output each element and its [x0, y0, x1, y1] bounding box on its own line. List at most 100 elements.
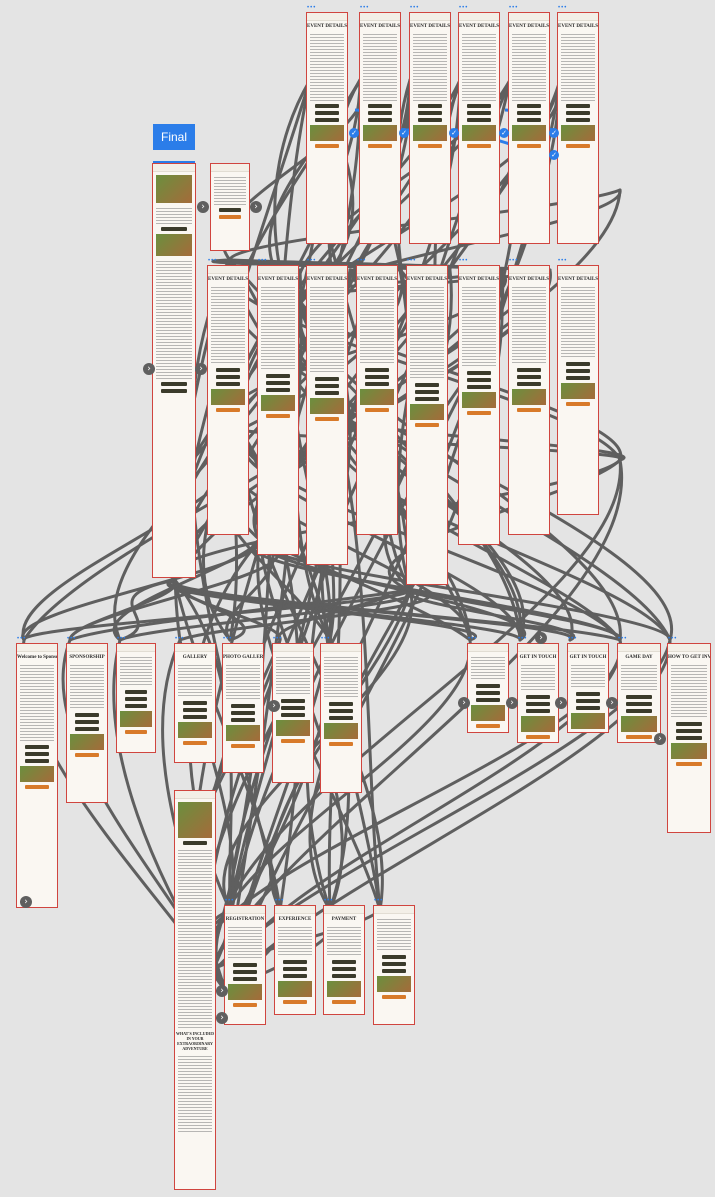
artboard-menu-icon[interactable]: ••• [307, 258, 317, 264]
hotspot-arrow-icon[interactable]: › [458, 697, 470, 709]
link-button[interactable] [517, 111, 541, 115]
link-button[interactable] [231, 704, 255, 709]
book-button[interactable] [124, 730, 148, 735]
link-button[interactable] [315, 111, 339, 115]
prototype-link[interactable] [214, 458, 622, 992]
link-button[interactable] [676, 729, 702, 734]
screen-artboard[interactable]: HOW TO GET INVOLVED? [667, 643, 711, 833]
prototype-link[interactable] [408, 588, 622, 642]
link-button[interactable] [517, 104, 541, 108]
artboard-menu-icon[interactable]: ••• [175, 636, 185, 642]
menu-button[interactable] [218, 208, 242, 212]
link-button[interactable] [566, 111, 590, 115]
link-button[interactable] [517, 118, 541, 122]
link-button[interactable] [576, 692, 600, 697]
artboard-menu-icon[interactable]: ••• [67, 636, 77, 642]
prototype-link[interactable] [268, 588, 412, 912]
link-button[interactable] [676, 722, 702, 727]
book-button[interactable] [576, 732, 600, 733]
artboard-menu-icon[interactable]: ••• [468, 636, 478, 642]
artboard-menu-icon[interactable]: ••• [321, 636, 331, 642]
selected-hotspot-icon[interactable]: ✓ [549, 150, 559, 160]
link-button[interactable] [576, 699, 600, 704]
hotspot-arrow-icon[interactable]: › [654, 733, 666, 745]
hotspot-arrow-icon[interactable]: › [216, 1012, 228, 1024]
link-button[interactable] [467, 111, 491, 115]
link-button[interactable] [467, 385, 491, 390]
screen-artboard[interactable]: PAYMENT [323, 905, 365, 1015]
selected-hotspot-icon[interactable]: ✓ [549, 128, 559, 138]
link-button[interactable] [382, 955, 406, 960]
link-button[interactable] [476, 691, 500, 696]
prototype-link[interactable] [178, 588, 430, 642]
link-button[interactable] [368, 111, 392, 115]
artboard-menu-icon[interactable]: ••• [117, 636, 127, 642]
screen-artboard[interactable] [272, 643, 314, 783]
artboard-menu-icon[interactable]: ••• [459, 258, 469, 264]
link-button[interactable] [315, 104, 339, 108]
hotspot-arrow-icon[interactable]: › [216, 985, 228, 997]
link-button[interactable] [75, 720, 99, 725]
book-button[interactable] [517, 408, 541, 413]
link-button[interactable] [329, 716, 353, 721]
link-button[interactable] [124, 704, 148, 709]
screen-artboard[interactable]: PHOTO GALLERY [222, 643, 264, 773]
book-button[interactable] [526, 735, 550, 740]
screen-artboard[interactable] [467, 643, 509, 733]
screen-artboard[interactable]: GET IN TOUCH [567, 643, 609, 733]
book-button[interactable] [467, 411, 491, 416]
artboard-menu-icon[interactable]: ••• [360, 5, 370, 11]
hotspot-arrow-icon[interactable]: › [195, 363, 207, 375]
artboard-menu-icon[interactable]: ••• [357, 258, 367, 264]
link-button[interactable] [566, 369, 590, 374]
link-button[interactable] [566, 118, 590, 122]
link-button[interactable] [476, 698, 500, 703]
sponsors-button[interactable] [161, 389, 187, 393]
screen-artboard[interactable]: EVENT DETAILS [356, 265, 398, 535]
book-button[interactable] [216, 408, 240, 413]
home-artboard[interactable] [152, 163, 196, 578]
link-button[interactable] [526, 702, 550, 707]
selected-hotspot-icon[interactable]: ✓ [449, 128, 459, 138]
link-button[interactable] [329, 709, 353, 714]
book-button[interactable] [233, 1003, 257, 1008]
screen-artboard[interactable]: EVENT DETAILS [508, 265, 550, 535]
link-button[interactable] [332, 967, 356, 972]
link-button[interactable] [566, 362, 590, 367]
link-button[interactable] [467, 378, 491, 383]
link-button[interactable] [566, 104, 590, 108]
link-button[interactable] [576, 706, 600, 711]
artboard-menu-icon[interactable]: ••• [223, 636, 233, 642]
link-button[interactable] [183, 715, 207, 720]
artboard-menu-icon[interactable]: ••• [374, 898, 384, 904]
screen-artboard[interactable] [373, 905, 415, 1025]
artboard-menu-icon[interactable]: ••• [225, 898, 235, 904]
link-button[interactable] [467, 371, 491, 376]
artboard-menu-icon[interactable]: ••• [668, 636, 678, 642]
book-button[interactable] [183, 741, 207, 746]
link-button[interactable] [233, 963, 257, 968]
selected-hotspot-icon[interactable]: ✓ [499, 128, 509, 138]
hotspot-arrow-icon[interactable]: › [606, 697, 618, 709]
link-button[interactable] [676, 736, 702, 741]
link-button[interactable] [365, 382, 389, 387]
book-button[interactable] [566, 402, 590, 407]
link-button[interactable] [467, 104, 491, 108]
menu-artboard[interactable] [210, 163, 250, 251]
link-button[interactable] [75, 727, 99, 732]
link-button[interactable] [517, 382, 541, 387]
link-button[interactable] [415, 397, 439, 402]
screen-artboard[interactable]: EVENT DETAILS [359, 12, 401, 244]
hotspot-arrow-icon[interactable]: › [20, 896, 32, 908]
link-button[interactable] [467, 118, 491, 122]
prototype-link[interactable] [277, 588, 412, 642]
link-button[interactable] [517, 368, 541, 373]
book-button[interactable] [476, 724, 500, 729]
link-button[interactable] [25, 751, 49, 756]
screen-artboard[interactable]: EVENT DETAILS [508, 12, 550, 244]
artboard-menu-icon[interactable]: ••• [509, 258, 519, 264]
book-button[interactable] [281, 739, 305, 744]
artboard-menu-icon[interactable]: ••• [407, 258, 417, 264]
hotspot-arrow-icon[interactable]: › [506, 697, 518, 709]
screen-artboard[interactable]: EXPERIENCE [274, 905, 316, 1015]
